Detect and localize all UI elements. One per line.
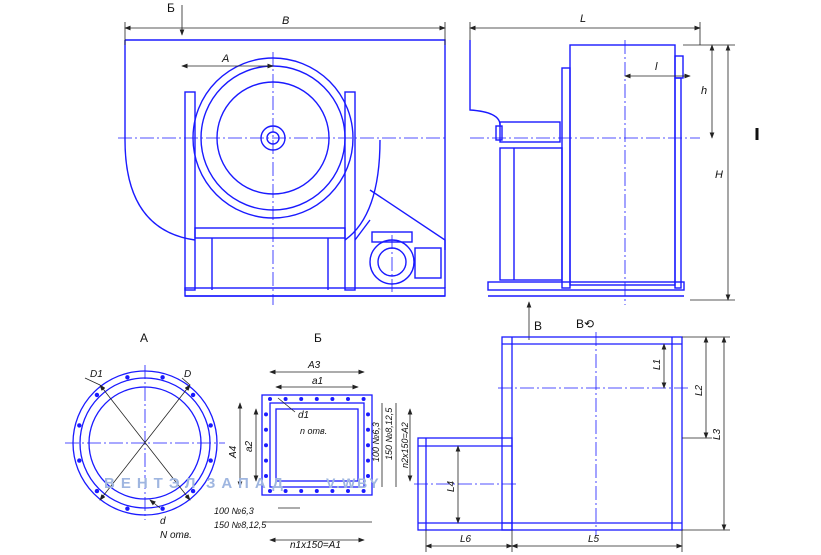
side-dimensions <box>469 22 735 340</box>
dim-l-label: L <box>580 13 586 25</box>
detail-v-l5: L5 <box>588 534 600 545</box>
section-mark-b: Б <box>167 1 175 15</box>
bolt-hole <box>299 489 304 493</box>
bolt-hole <box>190 488 196 494</box>
watermark-right: V.WBY <box>326 475 381 491</box>
bolt-hole <box>330 397 335 401</box>
front-view <box>124 39 446 297</box>
detail-a-title: A <box>140 331 148 345</box>
detail-a-dims <box>84 377 191 509</box>
bolt-hole <box>264 412 268 417</box>
detail-v-l3: L3 <box>712 428 723 440</box>
view-v-rot-label: В⟲ <box>576 317 594 331</box>
bolt-hole <box>299 397 304 401</box>
arrow-v-label: В <box>534 319 542 333</box>
bolt-hole <box>160 506 165 511</box>
detail-b-holes <box>264 397 370 493</box>
bolt-hole <box>264 427 268 432</box>
detail-b-a3: A3 <box>307 360 321 371</box>
bolt-hole <box>366 427 370 432</box>
detail-v-l2: L2 <box>694 384 705 396</box>
detail-v-l4: L4 <box>446 480 457 492</box>
detail-b-flange <box>261 394 373 496</box>
bolt-hole <box>314 397 319 401</box>
bolt-hole <box>366 412 370 417</box>
bolt-hole <box>314 489 319 493</box>
bolt-hole <box>268 489 272 493</box>
detail-b-bottom-dim: n1x150=A1 <box>290 540 341 551</box>
bolt-hole <box>264 458 268 463</box>
front-dimensions <box>124 5 446 69</box>
bolt-hole <box>366 443 370 448</box>
side-centerlines <box>470 40 700 305</box>
detail-b-right-dim: n2x150=A2 <box>400 422 410 468</box>
bolt-hole <box>283 397 288 401</box>
bolt-hole <box>125 506 130 511</box>
dim-h-label: h <box>701 85 707 97</box>
bolt-hole <box>346 397 350 401</box>
bolt-hole <box>77 458 82 463</box>
bolt-hole <box>361 397 366 401</box>
detail-b-title: Б <box>314 331 322 345</box>
side-view <box>469 40 685 297</box>
detail-b-d1: d1 <box>298 410 309 421</box>
dim-big-h-label: H <box>715 169 723 181</box>
detail-a-d1: D1 <box>90 369 103 380</box>
detail-b-bottom-n6: 100 №6,3 <box>214 506 254 516</box>
detail-b-bottom-n8: 150 №8,12,5 <box>214 520 267 530</box>
detail-b-a2: a2 <box>244 440 255 452</box>
detail-b-a4: A4 <box>228 445 239 459</box>
detail-v-dims <box>425 336 730 552</box>
bolt-hole <box>264 443 268 448</box>
bolt-hole <box>208 423 213 428</box>
detail-a-n-holes: N отв. <box>160 530 192 541</box>
bolt-hole <box>160 375 165 380</box>
detail-b-n-holes: n отв. <box>300 426 327 436</box>
detail-v-centerlines <box>414 332 690 535</box>
watermark-mid: ЗАПАД <box>206 475 289 492</box>
bolt-hole <box>366 458 370 463</box>
bolt-hole <box>366 474 370 478</box>
bolt-hole <box>264 474 268 478</box>
bolt-hole <box>77 423 82 428</box>
detail-a-small-d: d <box>160 516 166 527</box>
dim-b-label: B <box>282 15 289 27</box>
bolt-hole <box>94 392 100 398</box>
bolt-hole <box>361 489 366 493</box>
bolt-hole <box>268 397 272 401</box>
detail-a-holes <box>77 375 213 511</box>
dim-a-label: A <box>221 53 229 65</box>
detail-a-d: D <box>184 369 191 380</box>
bolt-hole <box>190 392 196 398</box>
detail-v-l1: L1 <box>652 359 663 370</box>
bolt-hole <box>330 489 335 493</box>
detail-v-l6: L6 <box>460 534 472 545</box>
front-centerlines <box>118 52 445 305</box>
bolt-hole <box>283 489 288 493</box>
bolt-hole <box>94 488 100 494</box>
detail-b-side-n8: 150 №8,12,5 <box>384 407 394 460</box>
bolt-hole <box>125 375 130 380</box>
watermark-left: ВЕНТЭЛ <box>104 475 201 492</box>
detail-b-dims <box>237 369 413 543</box>
bolt-hole <box>346 489 350 493</box>
detail-b-side-n6: 100 №6,3 <box>371 422 381 462</box>
dim-small-l-label: l <box>655 61 658 73</box>
bolt-hole <box>208 458 213 463</box>
detail-b-a1: a1 <box>312 376 323 387</box>
